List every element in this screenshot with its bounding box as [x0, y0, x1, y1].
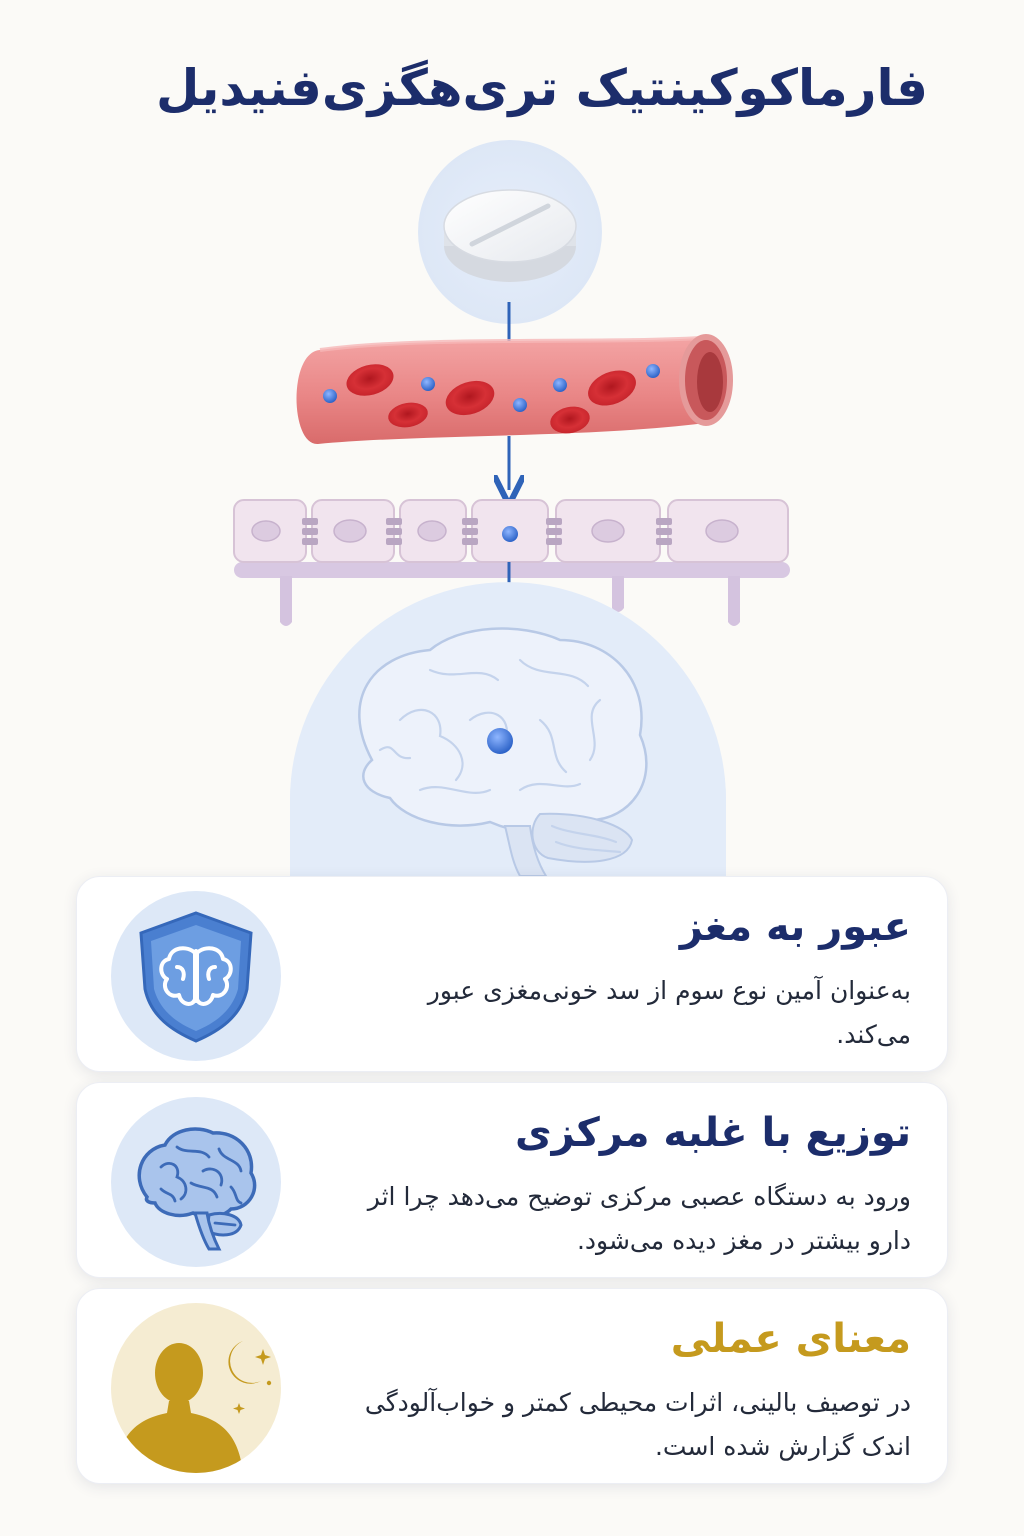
red-blood-cell: [550, 406, 590, 434]
pill-score-line: [469, 203, 551, 247]
person-moon-icon: [111, 1303, 281, 1473]
drug-molecule-in-brain: [487, 728, 513, 754]
drug-molecule: [323, 389, 337, 403]
info-card-central-distribution: توزیع با غلبه مرکزی ورود به دستگاه عصبی …: [76, 1082, 948, 1278]
drug-molecule: [421, 377, 435, 391]
card-description: ورود به دستگاه عصبی مرکزی توضیح می‌دهد چ…: [367, 1182, 911, 1255]
brain-illustration: [290, 582, 726, 880]
blood-brain-barrier: [233, 499, 790, 626]
card-title: معنای عملی: [670, 1316, 911, 1362]
red-blood-cell: [346, 364, 394, 396]
card-description: در توصیف بالینی، اثرات محیطی کمتر و خواب…: [364, 1388, 911, 1461]
card-title: عبور به مغز: [679, 904, 911, 950]
pill-illustration: [418, 140, 602, 324]
red-blood-cell: [588, 370, 636, 406]
info-card-practical-meaning: معنای عملی در توصیف بالینی، اثرات محیطی …: [76, 1288, 948, 1484]
drug-molecule: [646, 364, 660, 378]
info-card-brain-penetration: عبور به مغز به‌عنوان آمین نوع سوم از سد …: [76, 876, 948, 1072]
drug-molecule-crossing: [502, 526, 518, 542]
page-title: فارماکوکینتیک تری‌هگزی‌فنیدیل: [156, 59, 928, 117]
card-title: توزیع با غلبه مرکزی: [515, 1110, 911, 1156]
pathway-diagram: [233, 140, 790, 880]
card-description: به‌عنوان آمین نوع سوم از سد خونی‌مغزی عب…: [427, 976, 911, 1049]
drug-molecule: [553, 378, 567, 392]
red-blood-cell: [445, 380, 495, 416]
red-blood-cell: [388, 402, 428, 428]
drug-molecule: [513, 398, 527, 412]
brain-icon: [111, 1097, 281, 1267]
tight-junction: [302, 518, 672, 545]
blood-vessel: [296, 334, 733, 445]
brain-shield-icon: [111, 891, 281, 1061]
